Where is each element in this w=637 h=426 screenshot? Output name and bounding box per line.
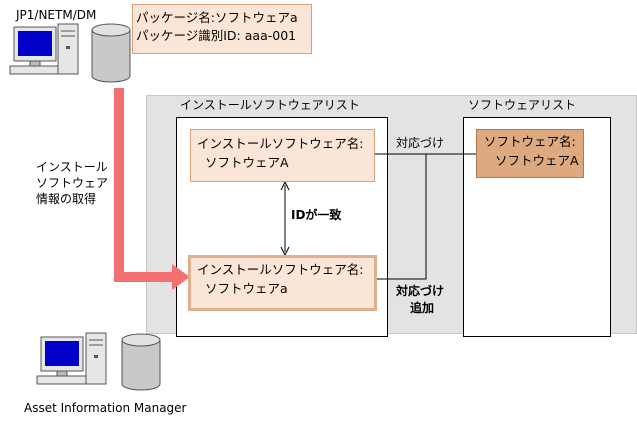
acquire-label-line3: 情報の取得 <box>36 192 97 206</box>
id-match-arrow <box>280 180 290 257</box>
link-label: 対応づけ <box>396 136 445 150</box>
acquire-arrow <box>114 88 190 290</box>
top-server-label: JP1/NETM/DM <box>16 8 97 22</box>
software-list-title: ソフトウェアリスト <box>468 98 577 112</box>
acquire-label-line1: インストール <box>36 160 108 174</box>
installed-entry-2-line2: ソフトウェアa <box>205 281 288 296</box>
package-id-text: パッケージ識別ID: aaa-001 <box>136 28 297 43</box>
add-link-label-line1: 対応づけ <box>396 284 445 298</box>
installed-entry-1-line2: ソフトウェアA <box>205 155 289 170</box>
id-match-label: IDが一致 <box>291 208 342 222</box>
installed-entry-1-line1: インストールソフトウェア名: <box>197 136 364 151</box>
installed-entry-1 <box>190 129 375 182</box>
package-name-text: パッケージ名:ソフトウェアa <box>136 10 298 25</box>
installed-entry-2-line1: インストールソフトウェア名: <box>197 262 364 277</box>
top-computer-icon <box>9 23 79 75</box>
software-entry-line1: ソフトウェア名: <box>484 134 576 149</box>
bottom-computer-icon <box>36 332 107 385</box>
installed-entry-2 <box>188 255 377 311</box>
installed-list-title: インストールソフトウェアリスト <box>180 98 360 112</box>
acquire-label-line2: ソフトウェア <box>36 176 109 190</box>
add-link-label-line2: 追加 <box>410 301 435 315</box>
package-info-box <box>132 4 312 54</box>
top-database-icon <box>91 23 131 83</box>
add-link-line <box>373 154 427 280</box>
software-entry <box>476 129 584 178</box>
bottom-server-label: Asset Information Manager <box>24 401 187 415</box>
bottom-database-icon <box>121 333 161 391</box>
software-entry-line2: ソフトウェアA <box>495 153 579 168</box>
